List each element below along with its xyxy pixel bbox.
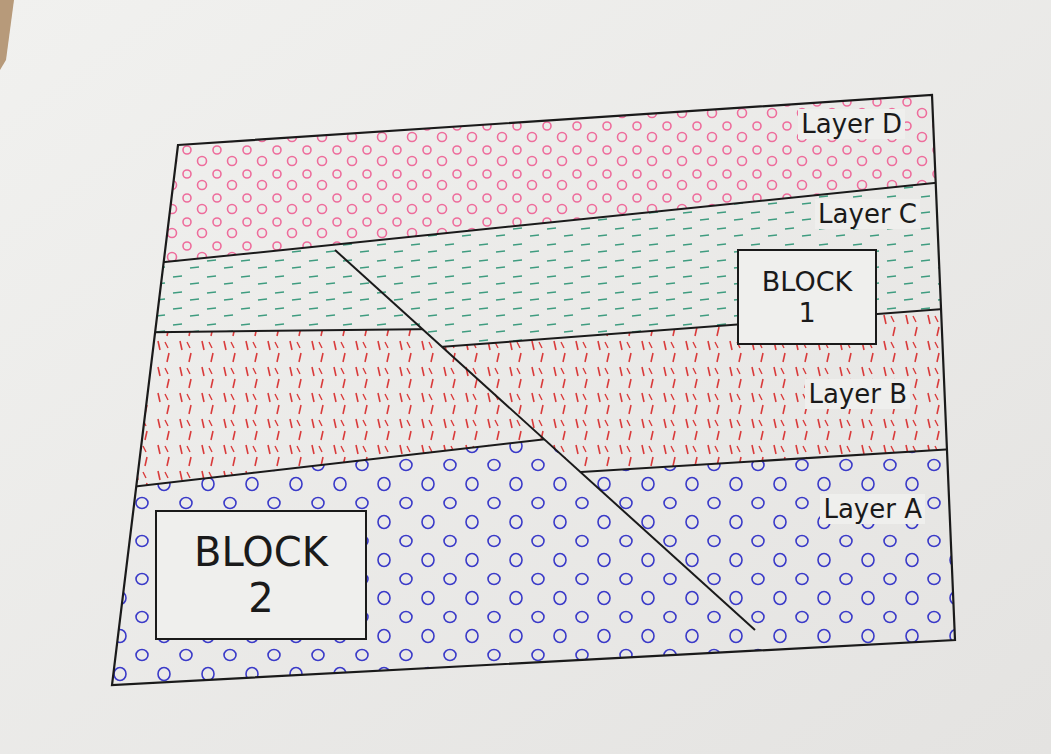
- layer-name: Layer D: [798, 109, 905, 139]
- boundary-line: [0, 171, 1051, 279]
- left-side: [0, 171, 1051, 754]
- layer-label: Layer A: [815, 492, 925, 527]
- section-frame: [112, 95, 955, 685]
- block-label: BLOCK 1: [754, 266, 859, 328]
- right-side: [0, 171, 1051, 754]
- layer-a-fill: [0, 443, 1051, 754]
- layer-name: Layer C: [815, 199, 920, 229]
- layer-name: Layer A: [820, 494, 925, 524]
- block-label: BLOCK 2: [183, 529, 339, 621]
- table-edge: [0, 0, 14, 70]
- layer-name: Layer B: [805, 379, 910, 409]
- layer-label: Layer C: [805, 198, 920, 231]
- fault-line: [335, 250, 755, 630]
- layer-label: Layer D: [790, 108, 905, 141]
- rock-block: BLOCK 2: [155, 510, 367, 640]
- rock-block: BLOCK 1: [737, 249, 877, 345]
- layer-label: Layer B: [795, 378, 910, 411]
